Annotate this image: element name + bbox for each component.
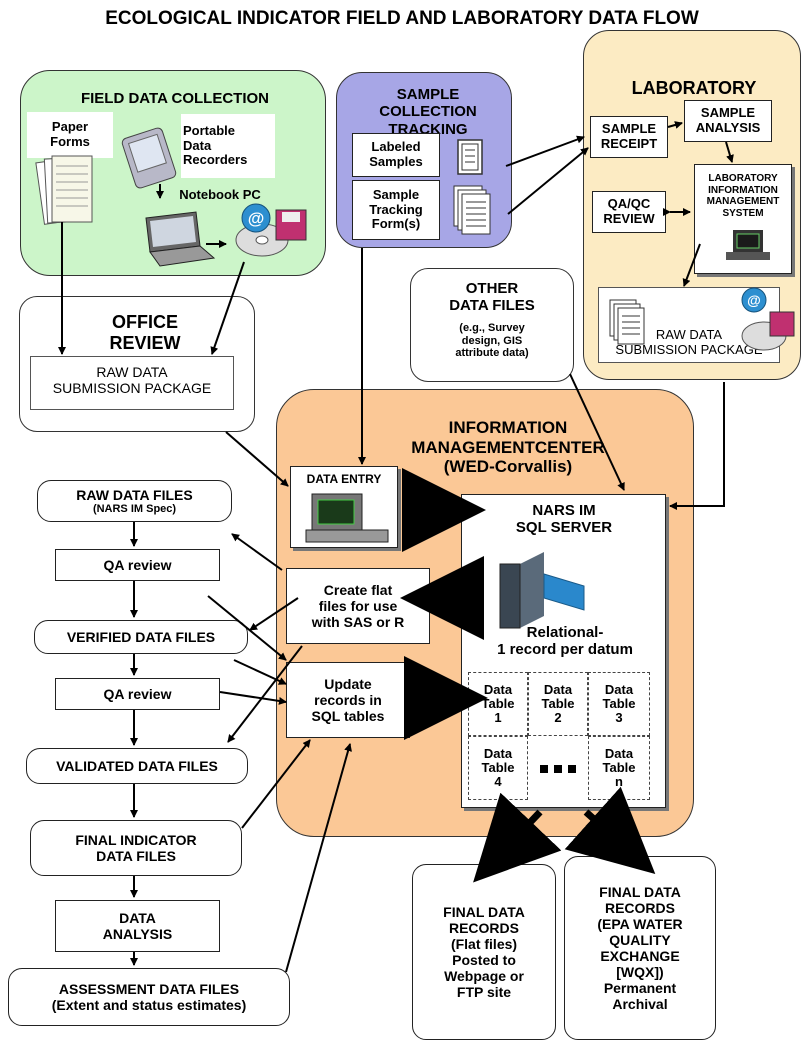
raw-data-files-label: RAW DATA FILES bbox=[76, 486, 193, 503]
paper-forms-icon bbox=[35, 155, 93, 225]
lab-package-doc-icon bbox=[609, 299, 645, 345]
labeled-samples-label: Labeled Samples bbox=[352, 133, 440, 177]
lab-disk-email-icon: @ bbox=[741, 287, 795, 351]
diagram-title: ECOLOGICAL INDICATOR FIELD AND LABORATOR… bbox=[105, 8, 699, 29]
data-analysis-box: DATA ANALYSIS bbox=[55, 900, 220, 952]
data-table-ellipsis bbox=[528, 736, 588, 800]
notebook-pc-label: Notebook PC bbox=[179, 186, 261, 202]
server-icon bbox=[499, 552, 585, 629]
portable-data-recorders-label: Portable Data Recorders bbox=[181, 114, 275, 178]
im-center-title: INFORMATION MANAGEMENTCENTER (WED-Corval… bbox=[411, 418, 605, 477]
sample-analysis-box: SAMPLE ANALYSIS bbox=[684, 100, 772, 142]
paper-forms-label: Paper Forms bbox=[27, 112, 113, 158]
office-raw-data-package-box bbox=[30, 356, 234, 410]
terminal-icon bbox=[305, 493, 389, 543]
sample-receipt-box: SAMPLE RECEIPT bbox=[590, 116, 668, 158]
svg-text:@: @ bbox=[747, 292, 761, 308]
final-records-wqx-box: FINAL DATA RECORDS (EPA WATER QUALITY EX… bbox=[564, 856, 716, 1040]
qa-review-2-box: QA review bbox=[55, 678, 220, 710]
field-collection-title: FIELD DATA COLLECTION bbox=[80, 90, 270, 107]
other-data-files-title: OTHER DATA FILES bbox=[449, 280, 535, 315]
office-raw-data-package-label: RAW DATA SUBMISSION PACKAGE bbox=[52, 364, 212, 397]
pda-icon bbox=[121, 127, 177, 189]
office-review-title: OFFICE REVIEW bbox=[109, 312, 181, 353]
relational-label: Relational- 1 record per datum bbox=[497, 624, 633, 659]
assessment-data-files-box: ASSESSMENT DATA FILES (Extent and status… bbox=[8, 968, 290, 1026]
final-records-flat-files-box: FINAL DATA RECORDS (Flat files) Posted t… bbox=[412, 864, 556, 1040]
sql-server-label: NARS IM SQL SERVER bbox=[515, 502, 613, 537]
verified-data-files-box: VERIFIED DATA FILES bbox=[34, 620, 248, 654]
svg-text:@: @ bbox=[248, 209, 265, 228]
qaqc-review-box: QA/QC REVIEW bbox=[592, 191, 666, 233]
other-data-files-subtitle: (e.g., Survey design, GIS attribute data… bbox=[455, 322, 529, 360]
tracking-form-stack-icon bbox=[453, 185, 491, 235]
data-table-3: Data Table 3 bbox=[588, 672, 650, 736]
validated-data-files-box: VALIDATED DATA FILES bbox=[26, 748, 248, 784]
data-table-4: Data Table 4 bbox=[468, 736, 528, 800]
data-entry-label: DATA ENTRY bbox=[306, 472, 382, 486]
ellipsis-icon bbox=[540, 765, 576, 773]
laboratory-title: LABORATORY bbox=[631, 78, 757, 98]
lims-label: LABORATORY INFORMATION MANAGEMENT SYSTEM bbox=[706, 173, 780, 219]
other-data-files-region bbox=[410, 268, 574, 382]
data-table-1: Data Table 1 bbox=[468, 672, 528, 736]
laptop-icon bbox=[145, 211, 216, 267]
labeled-samples-doc-icon bbox=[457, 139, 483, 175]
sql-server-panel bbox=[461, 494, 666, 808]
qa-review-1-box: QA review bbox=[55, 549, 220, 581]
raw-data-files-sublabel: (NARS IM Spec) bbox=[92, 502, 177, 515]
final-indicator-data-files-box: FINAL INDICATOR DATA FILES bbox=[30, 820, 242, 876]
lab-raw-data-package-label: RAW DATA SUBMISSION PACKAGE bbox=[615, 327, 763, 357]
disk-email-icon: @ bbox=[235, 203, 307, 257]
sample-tracking-form-label: Sample Tracking Form(s) bbox=[352, 180, 440, 240]
raw-data-files-box: RAW DATA FILES (NARS IM Spec) bbox=[37, 480, 232, 522]
lims-computer-icon bbox=[726, 230, 770, 260]
data-table-2: Data Table 2 bbox=[528, 672, 588, 736]
